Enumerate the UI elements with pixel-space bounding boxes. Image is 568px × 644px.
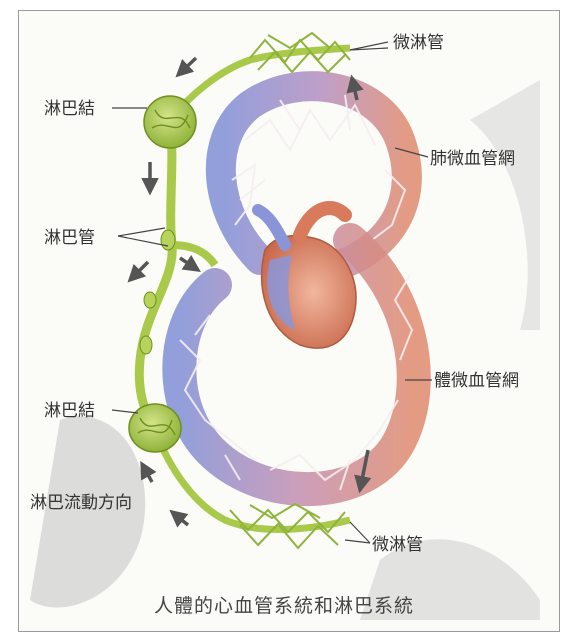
- label-lymph-flow-direction: 淋巴流動方向: [30, 493, 132, 513]
- arrow-lymph-up: [130, 262, 148, 280]
- arrow-lymph-bottom-up: [142, 464, 152, 482]
- lymph-node-top: [144, 96, 196, 148]
- arrow-lymph-top: [178, 58, 196, 75]
- label-capillary-lymph-top: 微淋管: [393, 33, 444, 53]
- diagram-caption: 人體的心血管系統和淋巴系統: [154, 595, 414, 617]
- label-systemic-capillary: 體微血管網: [434, 371, 519, 391]
- lymph-node-bottom: [129, 404, 181, 452]
- label-lymph-node-bottom: 淋巴結: [44, 401, 95, 421]
- label-pulmonary-capillary: 肺微血管網: [430, 149, 515, 169]
- label-lymph-node-top: 淋巴結: [44, 99, 95, 119]
- label-lymph-vessel: 淋巴管: [44, 228, 95, 248]
- label-capillary-lymph-bottom: 微淋管: [372, 535, 423, 555]
- arrow-lymph-right: [180, 258, 198, 270]
- arrow-lymph-bottom-right: [172, 512, 188, 525]
